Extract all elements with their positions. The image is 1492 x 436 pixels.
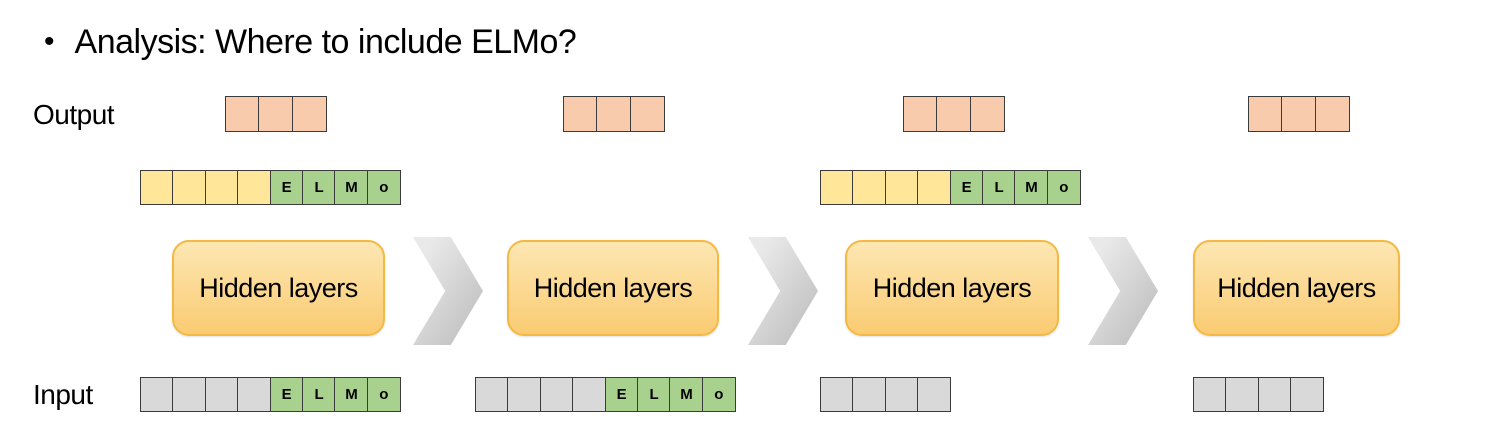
input-block [820,377,952,412]
input-cell [884,377,919,412]
input-cell [172,377,207,412]
embedding-cell [852,170,887,205]
input-cell [820,377,854,412]
elmo-cell: L [637,377,672,412]
input-cell [1290,377,1325,412]
input-cell [572,377,607,412]
elmo-cell: M [334,170,369,205]
output-cell [936,96,972,132]
embedding-cell [204,170,239,205]
input-cell [204,377,239,412]
output-cell [903,96,938,132]
elmo-cell: o [366,170,401,205]
elmo-cell: E [269,170,304,205]
input-label: Input [33,379,93,410]
elmo-cell: o [366,377,401,412]
elmo-cell: o [1046,170,1081,205]
input-cell [140,377,174,412]
elmo-cell: L [982,170,1017,205]
elmo-cell: L [302,377,337,412]
input-cell [507,377,542,412]
input-cell [539,377,574,412]
elmo-cell: E [604,377,639,412]
output-block [225,96,327,132]
output-cell [1248,96,1283,132]
hidden-layers-label: Hidden layers [872,272,1032,303]
embedding-cell [820,170,854,205]
input-cell [852,377,887,412]
hidden-layers-box: Hidden layers [1193,240,1400,336]
elmo-cell: M [1014,170,1049,205]
embedding-cell [884,170,919,205]
output-cell [629,96,665,132]
hidden-layers-box: Hidden layers [172,240,385,336]
elmo-cell: M [334,377,369,412]
input-cell [1225,377,1260,412]
embedding-cell [917,170,952,205]
hidden-layers-box: Hidden layers [507,240,719,336]
output-cell [258,96,294,132]
output-cell [969,96,1005,132]
elmo-cell: E [269,377,304,412]
hidden-layers-label: Hidden layers [199,272,358,303]
output-block [903,96,1005,132]
embedding-cell [172,170,207,205]
input-block [1193,377,1325,412]
chevron-right-icon [413,237,483,345]
elmo-cell: E [949,170,984,205]
output-block [563,96,665,132]
embedding-cell [140,170,174,205]
embedding-cell [237,170,272,205]
output-cell [1281,96,1317,132]
hidden-layers-label: Hidden layers [1217,272,1376,303]
output-cell [291,96,327,132]
elmo-cell: L [302,170,337,205]
hidden-layers-label: Hidden layers [533,272,693,303]
chevron-right-icon [1088,237,1158,345]
input-cell [237,377,272,412]
output-cell [1314,96,1350,132]
input-cell [475,377,509,412]
input-cell [1257,377,1292,412]
elmo-cell: o [701,377,736,412]
output-label: Output [33,99,115,130]
page-title: Analysis: Where to include ELMo? [74,23,577,61]
hidden-layers-box: Hidden layers [845,240,1059,336]
input-cell [1193,377,1227,412]
output-cell [563,96,598,132]
chevron-right-icon [748,237,818,345]
output-cell [225,96,260,132]
title-row: • Analysis: Where to include ELMo? [44,22,577,62]
bullet-icon: • [44,25,55,58]
output-block [1248,96,1350,132]
input-cell [917,377,952,412]
output-cell [596,96,632,132]
elmo-cell: M [669,377,704,412]
